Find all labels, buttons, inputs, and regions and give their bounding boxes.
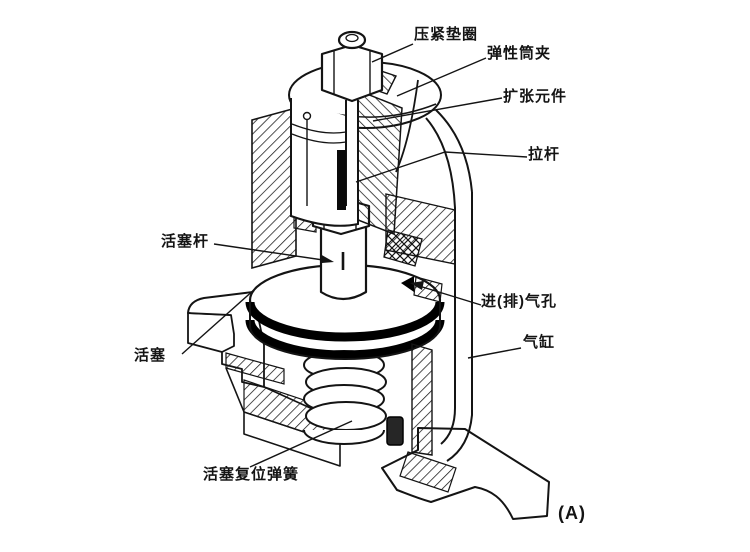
label-pull-rod: 拉杆 (528, 146, 561, 163)
label-piston-return-spring: 活塞复位弹簧 (203, 466, 300, 483)
diagram-leader-lines (181, 43, 528, 468)
diagram-cylinder-wall-hatch (411, 343, 433, 456)
piston-ring-2 (245, 319, 445, 360)
diagram-leader-arrowheads (320, 254, 424, 290)
leader-air-port (415, 284, 482, 306)
label-cylinder: 气缸 (523, 334, 556, 351)
label-expansion-element: 扩张元件 (503, 88, 568, 105)
label-compression-washer: 压紧垫圈 (414, 26, 479, 43)
figure-caption: (A) (558, 503, 586, 523)
diagram-return-spring (303, 350, 387, 445)
diagram-seal-plug (386, 416, 404, 446)
leader-cylinder (467, 347, 522, 359)
diagram-pull-rod (337, 100, 359, 210)
diagram-top-nut (320, 30, 384, 103)
leader-compression-washer (371, 43, 414, 63)
leader-piston-rod (213, 243, 331, 262)
label-air-port: 进(排)气孔 (481, 293, 557, 310)
label-elastic-collet: 弹性筒夹 (487, 45, 552, 62)
leader-pull-rod (355, 151, 528, 183)
diagram-housing-block-hatch (251, 106, 297, 270)
diagram-base-section-hatch (225, 352, 457, 493)
diagram-cylinder-shell (425, 109, 473, 462)
leader-elastic-collet (396, 57, 487, 97)
piston-ring-1 (245, 301, 445, 342)
label-piston-rod: 活塞杆 (161, 233, 210, 250)
leader-piston (181, 287, 257, 355)
label-piston: 活塞 (134, 347, 167, 364)
leader-return-spring (249, 420, 353, 468)
leader-expansion-element (372, 97, 503, 122)
diagram-gland-hatch (383, 229, 423, 267)
